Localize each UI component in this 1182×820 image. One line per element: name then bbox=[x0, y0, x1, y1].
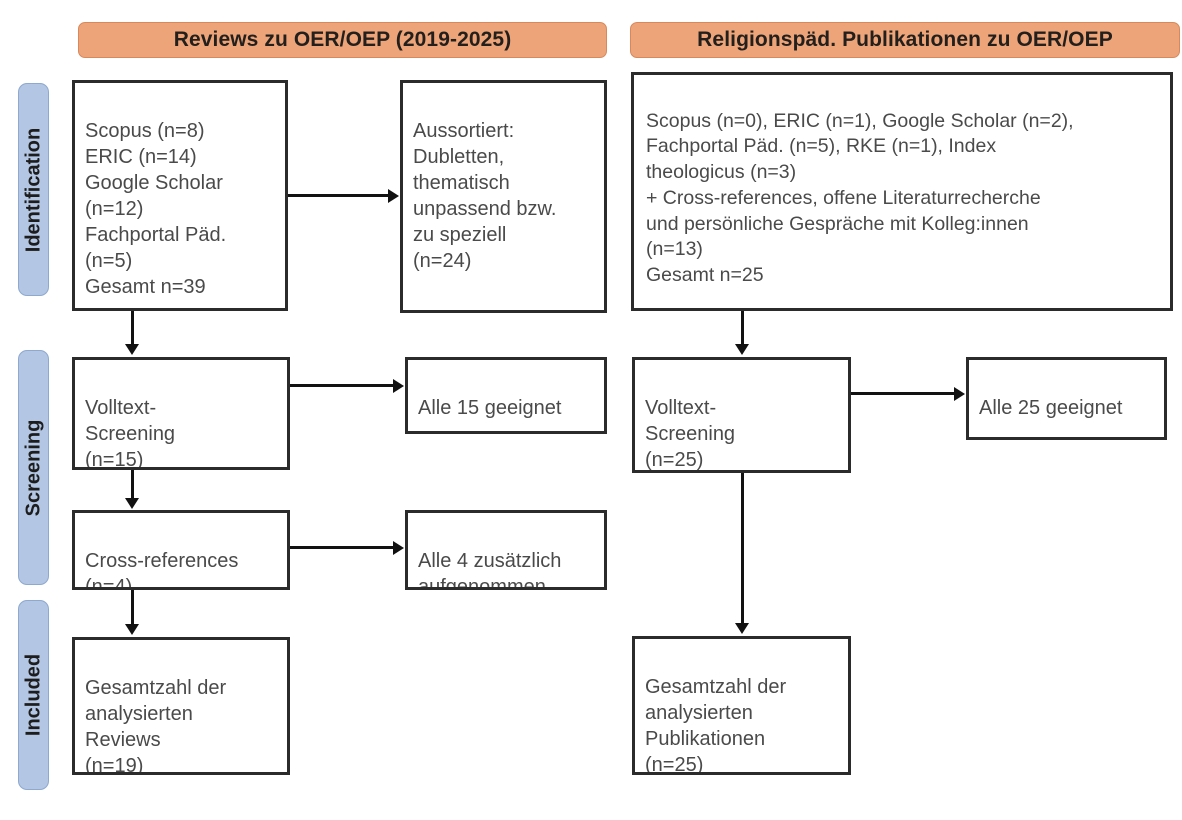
header-right-label: Religionspäd. Publikationen zu OER/OEP bbox=[697, 28, 1113, 51]
right-identification-sources-box: Scopus (n=0), ERIC (n=1), Google Scholar… bbox=[631, 72, 1173, 311]
left-crossrefs-box: Cross-references (n=4) bbox=[72, 510, 290, 590]
connector-right-fulltext-to-result bbox=[851, 392, 954, 395]
stage-label-identification: Identification bbox=[22, 127, 44, 252]
right-included-total-text: Gesamtzahl der analysierten Publikatione… bbox=[645, 676, 787, 775]
right-fulltext-result-box: Alle 25 geeignet bbox=[966, 357, 1167, 440]
connector-left-crossrefs-to-included bbox=[131, 590, 134, 626]
connector-right-fulltext-to-included bbox=[741, 473, 744, 625]
stage-pill-included: Included bbox=[18, 600, 49, 790]
left-fulltext-result-text: Alle 15 geeignet bbox=[418, 397, 562, 419]
stage-pill-identification: Identification bbox=[18, 83, 49, 296]
left-fulltext-result-box: Alle 15 geeignet bbox=[405, 357, 607, 434]
header-left-label: Reviews zu OER/OEP (2019-2025) bbox=[173, 28, 512, 51]
left-included-total-text: Gesamtzahl der analysierten Reviews (n=1… bbox=[85, 677, 227, 775]
left-crossrefs-text: Cross-references (n=4) bbox=[85, 550, 239, 590]
right-fulltext-result-text: Alle 25 geeignet bbox=[979, 397, 1123, 419]
right-included-total-box: Gesamtzahl der analysierten Publikatione… bbox=[632, 636, 851, 775]
left-identification-sources-box: Scopus (n=8) ERIC (n=14) Google Scholar … bbox=[72, 80, 288, 311]
left-identification-sources-text: Scopus (n=8) ERIC (n=14) Google Scholar … bbox=[85, 120, 227, 298]
header-left-reviews: Reviews zu OER/OEP (2019-2025) bbox=[78, 22, 607, 58]
stage-pill-screening: Screening bbox=[18, 350, 49, 585]
header-right-publications: Religionspäd. Publikationen zu OER/OEP bbox=[630, 22, 1180, 58]
left-excluded-box: Aussortiert: Dubletten, thematisch unpas… bbox=[400, 80, 607, 313]
left-excluded-text: Aussortiert: Dubletten, thematisch unpas… bbox=[413, 120, 557, 272]
connector-left-fulltext-to-result bbox=[290, 384, 393, 387]
arrowhead-right-sources-to-fulltext bbox=[735, 344, 749, 355]
arrowhead-left-sources-to-excluded bbox=[388, 189, 399, 203]
arrowhead-left-crossrefs-to-result bbox=[393, 541, 404, 555]
connector-left-sources-to-excluded bbox=[288, 194, 388, 197]
stage-label-included: Included bbox=[22, 653, 44, 737]
left-fulltext-screening-box: Volltext- Screening (n=15) bbox=[72, 357, 290, 470]
arrowhead-right-fulltext-to-result bbox=[954, 387, 965, 401]
stage-label-screening: Screening bbox=[22, 419, 44, 516]
connector-left-fulltext-to-crossrefs bbox=[131, 470, 134, 500]
left-crossrefs-result-text: Alle 4 zusätzlich aufgenommen bbox=[418, 550, 562, 590]
right-fulltext-screening-box: Volltext- Screening (n=25) bbox=[632, 357, 851, 473]
left-crossrefs-result-box: Alle 4 zusätzlich aufgenommen bbox=[405, 510, 607, 590]
left-fulltext-screening-text: Volltext- Screening (n=15) bbox=[85, 397, 176, 470]
arrowhead-left-fulltext-to-crossrefs bbox=[125, 498, 139, 509]
right-identification-sources-text: Scopus (n=0), ERIC (n=1), Google Scholar… bbox=[646, 109, 1074, 287]
right-fulltext-screening-text: Volltext- Screening (n=25) bbox=[645, 397, 736, 471]
connector-left-sources-to-fulltext bbox=[131, 311, 134, 346]
arrowhead-left-sources-to-fulltext bbox=[125, 344, 139, 355]
arrowhead-right-fulltext-to-included bbox=[735, 623, 749, 634]
connector-left-crossrefs-to-result bbox=[290, 546, 393, 549]
connector-right-sources-to-fulltext bbox=[741, 311, 744, 346]
arrowhead-left-fulltext-to-result bbox=[393, 379, 404, 393]
left-included-total-box: Gesamtzahl der analysierten Reviews (n=1… bbox=[72, 637, 290, 775]
arrowhead-left-crossrefs-to-included bbox=[125, 624, 139, 635]
